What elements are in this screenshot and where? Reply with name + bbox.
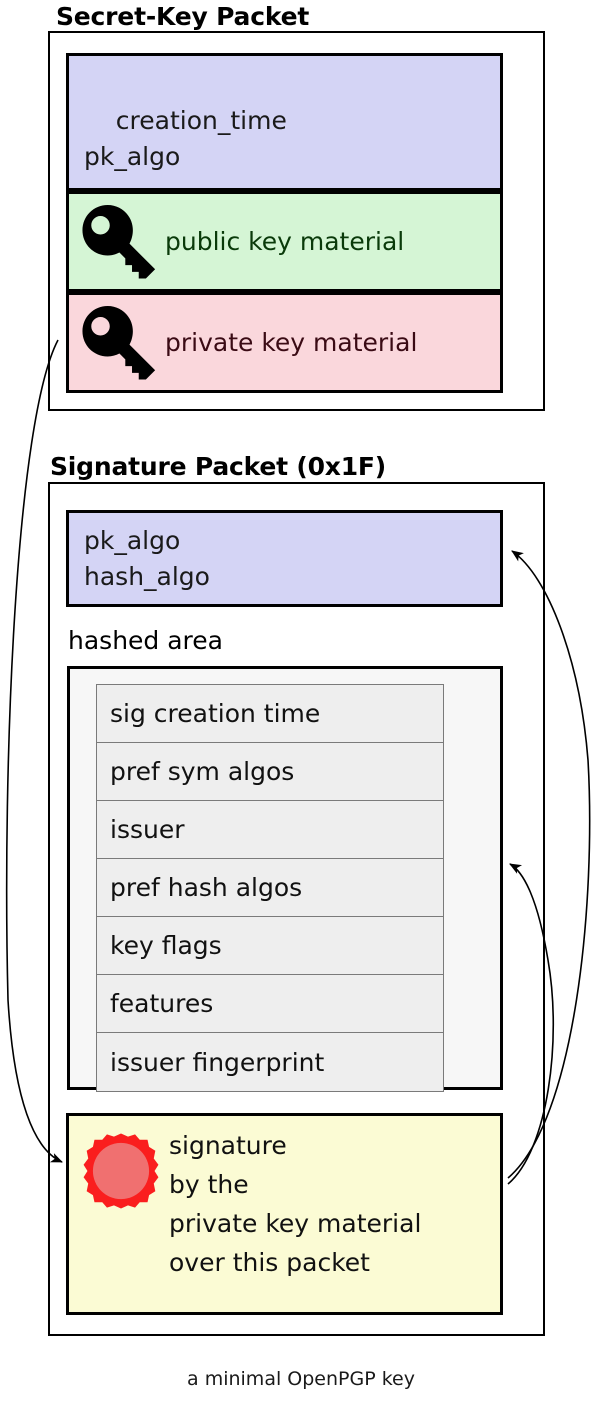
subpacket-list: sig creation time pref sym algos issuer pre… xyxy=(96,684,444,1092)
subpacket-row: issuer xyxy=(97,801,443,859)
subpacket-label: pref sym algos xyxy=(110,757,295,786)
subpacket-row: sig creation time xyxy=(97,685,443,743)
subpacket-label: pref hash algos xyxy=(110,873,303,902)
signature-value-box: signature by the private key material ov… xyxy=(66,1113,503,1315)
signature-value-text: signature by the private key material ov… xyxy=(169,1131,422,1277)
subpacket-label: key flags xyxy=(110,931,222,960)
subpacket-row: key flags xyxy=(97,917,443,975)
subpacket-row: pref sym algos xyxy=(97,743,443,801)
secret-key-packet-title: Secret-Key Packet xyxy=(56,2,310,31)
private-key-material-box: private key material xyxy=(66,292,503,393)
private-key-material-label: private key material xyxy=(165,328,418,357)
wax-seal-icon xyxy=(83,1133,159,1209)
public-key-row: public key material xyxy=(69,194,500,289)
hashed-area-label: hashed area xyxy=(68,626,223,655)
diagram-caption: a minimal OpenPGP key xyxy=(187,1368,415,1390)
subpacket-label: issuer xyxy=(110,815,185,844)
public-key-material-label: public key material xyxy=(165,227,405,256)
subpacket-label: sig creation time xyxy=(110,699,321,728)
private-key-row: private key material xyxy=(69,295,500,390)
subpacket-row: pref hash algos xyxy=(97,859,443,917)
subpacket-label: features xyxy=(110,989,214,1018)
subpacket-row: features xyxy=(97,975,443,1033)
signature-algo-field-box: pk_algo hash_algo xyxy=(66,510,503,607)
signature-packet-title: Signature Packet (0x1F) xyxy=(50,452,387,481)
secret-key-header-field-box: creation_time pk_algo ... xyxy=(66,53,503,257)
secret-key-header-fields-text: creation_time pk_algo xyxy=(84,106,287,171)
subpacket-label: issuer fingerprint xyxy=(110,1047,325,1077)
public-key-material-box: public key material xyxy=(66,191,503,292)
signature-algo-fields: pk_algo hash_algo xyxy=(84,526,210,591)
subpacket-row: issuer fingerprint xyxy=(97,1033,443,1091)
key-icon xyxy=(82,204,156,279)
key-icon xyxy=(82,305,156,380)
hashed-area-box: sig creation time pref sym algos issuer pre… xyxy=(67,666,503,1092)
